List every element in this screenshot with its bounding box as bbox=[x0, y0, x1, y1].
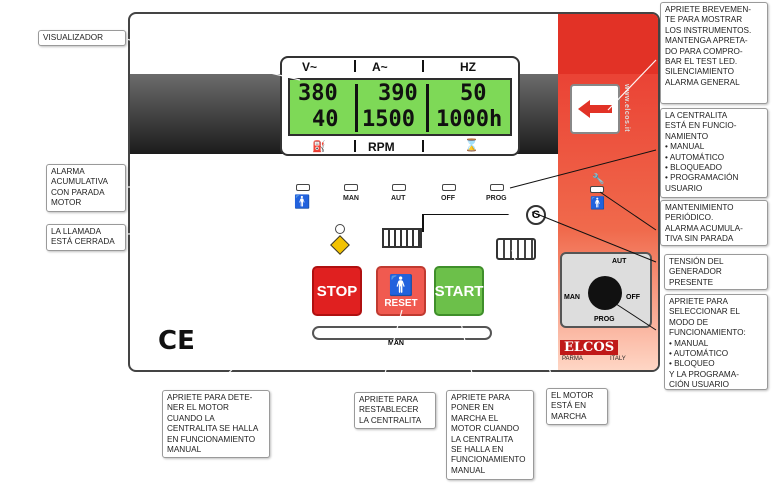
header-divider bbox=[422, 60, 424, 72]
aut-led-label: AUT bbox=[391, 195, 406, 202]
callout-llamada: LA LLAMADA ESTÁ CERRADA bbox=[46, 224, 126, 251]
lcd-separator bbox=[355, 84, 358, 132]
brand-country: ITALY bbox=[610, 356, 626, 362]
callout-visualizador: VISUALIZADOR bbox=[38, 30, 126, 47]
prog-led bbox=[490, 184, 504, 191]
man-bar-label: MAN bbox=[386, 340, 406, 347]
fuel-value: 40 bbox=[312, 107, 339, 132]
callout-motor-marcha: EL MOTOR ESTÁ EN MARCHA bbox=[546, 388, 608, 426]
rpm-label: RPM bbox=[368, 140, 395, 154]
stop-button[interactable]: STOP bbox=[312, 266, 362, 316]
selector-man-label: MAN bbox=[564, 294, 580, 301]
brand-city: PARMA bbox=[562, 356, 583, 362]
off-led-label: OFF bbox=[441, 195, 455, 202]
frequency-value: 50 bbox=[460, 81, 487, 106]
callout-poner-marcha: APRIETE PARA PONER EN MARCHA EL MOTOR CU… bbox=[446, 390, 534, 480]
lcd-separator bbox=[426, 84, 429, 132]
control-panel: www.elcos.it V~ A~ HZ 380 390 50 40 1500… bbox=[128, 12, 660, 372]
voltage-value: 380 bbox=[298, 81, 338, 106]
off-led bbox=[442, 184, 456, 191]
switch-line bbox=[422, 214, 512, 215]
man-led-label: MAN bbox=[343, 195, 359, 202]
aut-led bbox=[392, 184, 406, 191]
callout-alarma: ALARMA ACUMULATIVA CON PARADA MOTOR bbox=[46, 164, 126, 212]
current-header: A~ bbox=[372, 60, 388, 74]
callout-test-led: APRIETE BREVEMEN- TE PARA MOSTRAR LOS IN… bbox=[660, 2, 768, 104]
selector-aut-label: AUT bbox=[612, 258, 627, 265]
call-closed-led bbox=[335, 224, 345, 234]
man-bar bbox=[312, 326, 492, 340]
callout-tension: TENSIÓN DEL GENERADOR PRESENTE bbox=[664, 254, 768, 290]
voltage-header: V~ bbox=[302, 60, 318, 74]
hours-value: 1000h bbox=[436, 107, 503, 132]
motor-running-icon bbox=[496, 238, 536, 260]
switch-icon bbox=[422, 214, 424, 232]
rpm-value: 1500 bbox=[362, 107, 415, 132]
current-value: 390 bbox=[378, 81, 418, 106]
building-icon bbox=[382, 228, 422, 248]
reset-person-icon: 🚹 bbox=[388, 275, 414, 297]
footer-divider bbox=[422, 140, 424, 152]
man-led bbox=[344, 184, 358, 191]
callout-restablecer: APRIETE PARA RESTABLECER LA CENTRALITA bbox=[354, 392, 436, 430]
selector-prog-label: PROG bbox=[594, 316, 615, 323]
prog-led-label: PROG bbox=[486, 195, 507, 202]
left-arrow-icon bbox=[578, 100, 612, 118]
maintenance-stop-icon: 🚹 bbox=[590, 196, 605, 210]
frequency-header: HZ bbox=[460, 60, 476, 74]
wrench-icon: 🔧 bbox=[592, 174, 605, 185]
test-led-button[interactable] bbox=[570, 84, 620, 134]
reset-label: RESET bbox=[384, 298, 418, 309]
generator-icon: G bbox=[526, 205, 546, 225]
fuel-icon: ⛽ bbox=[312, 141, 326, 153]
maintenance-led bbox=[590, 186, 604, 193]
selector-off-label: OFF bbox=[626, 294, 640, 301]
callout-estado: LA CENTRALITA ESTÁ EN FUNCIO- NAMIENTO •… bbox=[660, 108, 768, 198]
callout-mantenimiento: MANTENIMIENTO PERIÓDICO. ALARMA ACUMULA-… bbox=[660, 200, 768, 246]
generator-led bbox=[508, 207, 517, 221]
callout-selector: APRIETE PARA SELECCIONAR EL MODO DE FUNC… bbox=[664, 294, 768, 390]
footer-divider bbox=[354, 140, 356, 152]
alarm-led bbox=[296, 184, 310, 191]
hourglass-icon: ⌛ bbox=[464, 138, 479, 152]
header-divider bbox=[354, 60, 356, 72]
brand-logo: ELCOS PARMA ITALY bbox=[560, 340, 650, 366]
callout-detener: APRIETE PARA DETE- NER EL MOTOR CUANDO L… bbox=[162, 390, 270, 459]
red-top-block bbox=[558, 14, 658, 74]
ce-mark: CE bbox=[158, 326, 195, 356]
brand-name: ELCOS bbox=[560, 340, 619, 355]
alarm-stop-icon: 🚹 bbox=[294, 194, 311, 209]
start-button[interactable]: START bbox=[434, 266, 484, 316]
mode-selector[interactable]: AUT MAN OFF PROG bbox=[560, 252, 652, 328]
lcd-display: 380 390 50 40 1500 1000h bbox=[288, 78, 512, 136]
